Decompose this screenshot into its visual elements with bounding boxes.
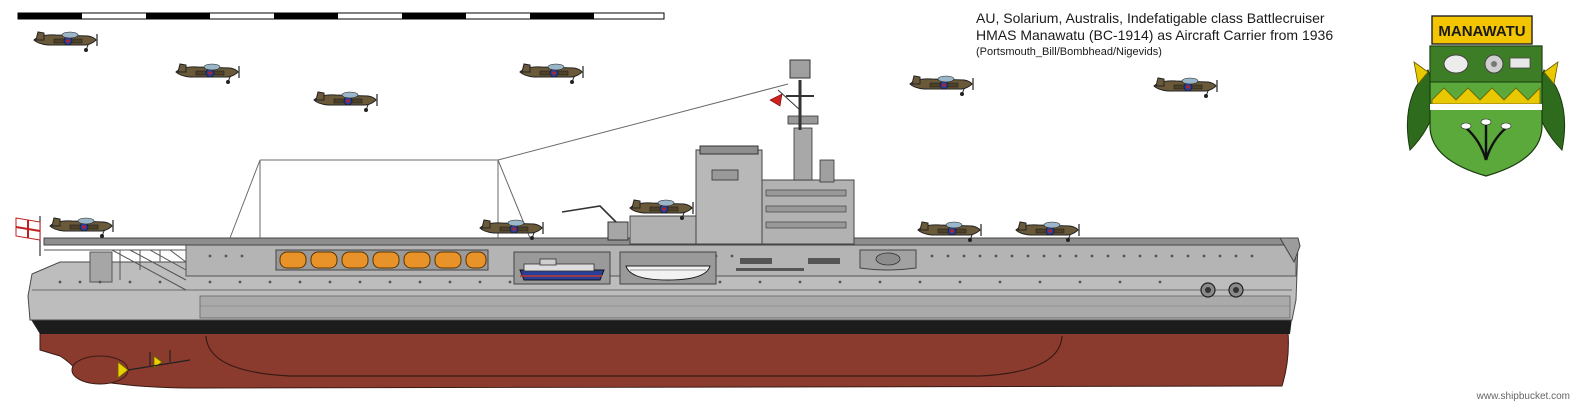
aircraft-on-deck	[49, 217, 114, 239]
bow-flare	[1279, 237, 1301, 264]
stern-ensign-icon	[15, 216, 41, 256]
hawse-pipes	[1200, 282, 1244, 298]
title-block: AU, Solarium, Australis, Indefatigable c…	[976, 10, 1333, 60]
scale-bar	[17, 12, 665, 20]
aircraft-flying	[33, 31, 98, 53]
ship-crest: MANAWATU	[1406, 15, 1566, 177]
title-line-2: HMAS Manawatu (BC-1914) as Aircraft Carr…	[976, 27, 1334, 43]
aircraft-flying	[1153, 77, 1218, 99]
aerial-rigging	[229, 83, 789, 239]
aircraft-flying	[313, 91, 378, 113]
stern-deck-truss	[44, 249, 187, 291]
sponson-house	[859, 249, 917, 271]
island-superstructure	[629, 59, 855, 245]
aircraft-flying	[175, 63, 240, 85]
aircraft-flying	[909, 75, 974, 97]
gallery-grills	[736, 258, 840, 271]
title-credit: (Portsmouth_Bill/Bombhead/Nigevids)	[976, 46, 1162, 58]
bilge-keel-line	[205, 335, 1063, 377]
boot-topping	[30, 318, 1292, 334]
boat-bay-whaler	[619, 251, 717, 285]
crest-banner	[1431, 15, 1533, 45]
armour-belt	[199, 295, 1291, 319]
hangar-opening-row	[275, 249, 489, 271]
crest-banner-text: MANAWATU	[1438, 23, 1525, 40]
watermark: www.shipbucket.com	[1476, 391, 1570, 402]
title-line-1: AU, Solarium, Australis, Indefatigable c…	[976, 10, 1325, 26]
boat-bay-motor-launch	[513, 251, 611, 285]
deck-crane	[561, 205, 629, 241]
mast-flag-icon	[769, 93, 783, 107]
aircraft-on-deck	[479, 219, 544, 241]
aircraft-flying	[519, 63, 584, 85]
lower-hull	[39, 331, 1289, 389]
propeller-icon	[117, 350, 191, 379]
